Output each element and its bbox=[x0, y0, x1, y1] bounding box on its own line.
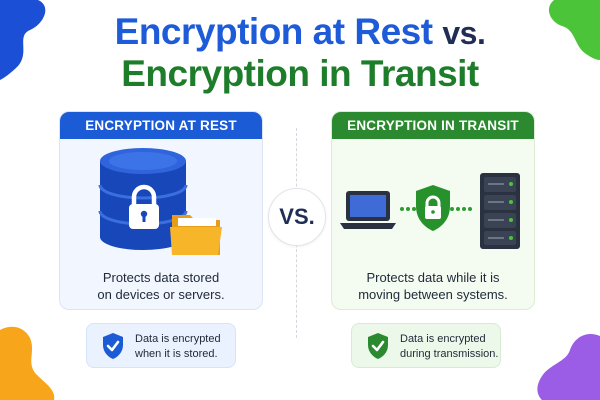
blob-bottom-right-decoration bbox=[537, 333, 600, 400]
title-vs: vs. bbox=[442, 15, 486, 51]
blob-top-right-decoration bbox=[548, 0, 600, 60]
database-icon bbox=[98, 148, 188, 250]
title-transit: Encryption in Transit bbox=[121, 53, 479, 94]
blob-bottom-left-decoration bbox=[0, 326, 55, 400]
server-icon bbox=[480, 173, 520, 249]
panel-header-rest: ENCRYPTION AT REST bbox=[60, 112, 262, 139]
note-rest: Data is encrypted when it is stored. bbox=[86, 323, 236, 368]
transit-description: Protects data while it is moving between… bbox=[358, 270, 508, 302]
folder-icon bbox=[170, 215, 222, 255]
note-transit: Data is encrypted during transmission. bbox=[351, 323, 501, 368]
panel-encryption-at-rest: ENCRYPTION AT REST Protects data stored … bbox=[59, 111, 263, 310]
connection-dots bbox=[400, 207, 472, 211]
lock-icon bbox=[129, 184, 159, 229]
panel-encryption-in-transit: ENCRYPTION IN TRANSIT bbox=[331, 111, 535, 310]
shield-check-icon bbox=[103, 333, 123, 359]
shield-check-icon bbox=[368, 333, 388, 359]
laptop-icon bbox=[340, 191, 396, 229]
title-line-1: Encryption at Rest vs. bbox=[0, 10, 600, 55]
rest-description: Protects data stored on devices or serve… bbox=[97, 270, 225, 302]
title-rest: Encryption at Rest bbox=[114, 11, 433, 52]
note-rest-text: Data is encrypted when it is stored. bbox=[135, 333, 221, 360]
shield-lock-icon bbox=[416, 185, 450, 231]
note-transit-text: Data is encrypted during transmission. bbox=[400, 333, 499, 360]
blob-top-left-decoration bbox=[0, 0, 46, 80]
vs-badge: VS. bbox=[268, 188, 326, 246]
rest-illustration bbox=[98, 148, 222, 255]
panel-header-transit: ENCRYPTION IN TRANSIT bbox=[332, 112, 534, 139]
transit-illustration bbox=[340, 173, 520, 249]
